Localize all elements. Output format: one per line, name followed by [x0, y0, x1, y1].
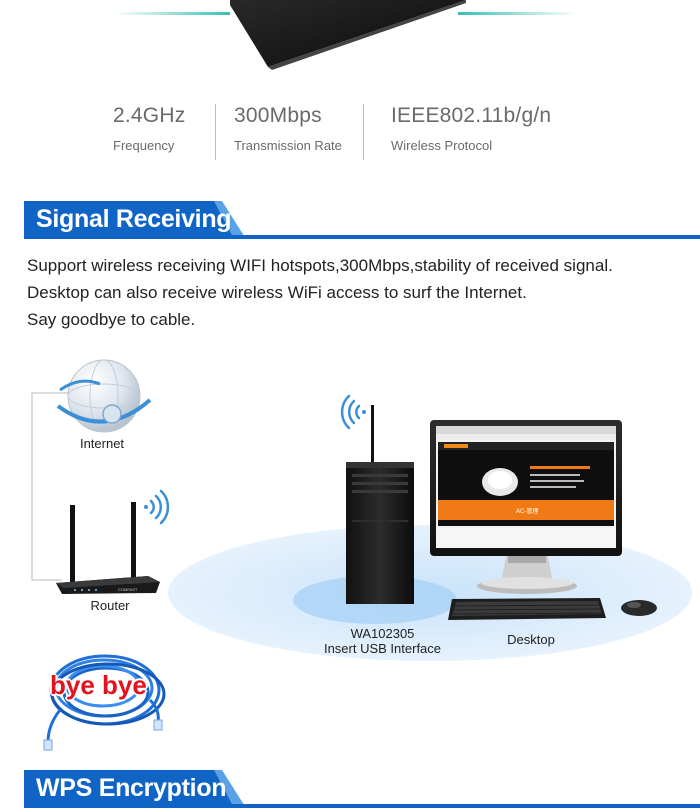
monitor-panel-text: AC-管理 [516, 507, 538, 515]
adapter-caption: WA102305 Insert USB Interface [310, 626, 455, 656]
spec-divider [363, 104, 364, 160]
router-label: Router [90, 598, 130, 613]
description-line: Say goodbye to cable. [27, 310, 196, 329]
spec-protocol: IEEE802.11b/g/n Wireless Protocol [391, 104, 551, 153]
wifi-signal-icon [144, 489, 170, 525]
accent-line-left [115, 12, 230, 15]
description-line: Desktop can also receive wireless WiFi a… [27, 283, 527, 302]
mouse-image [621, 600, 657, 616]
network-diagram: COMFAST [31, 359, 692, 751]
spec-rate-label: Transmission Rate [234, 138, 342, 153]
router-image: COMFAST [56, 502, 160, 594]
section-banner-wps-encryption: WPS Encryption [24, 770, 700, 808]
accent-line-right [458, 12, 578, 15]
spec-frequency-label: Frequency [113, 138, 175, 153]
wifi-signal-icon [340, 394, 366, 430]
spec-rate-value: 300Mbps [234, 104, 322, 127]
spec-protocol-value: IEEE802.11b/g/n [391, 104, 552, 127]
spec-rate: 300Mbps Transmission Rate [234, 104, 342, 153]
keyboard-image [448, 598, 606, 620]
spec-protocol-label: Wireless Protocol [391, 138, 493, 153]
internet-globe-icon [56, 359, 152, 433]
desktop-label: Desktop [507, 632, 555, 647]
router-brand: COMFAST [118, 587, 138, 592]
spec-divider [215, 104, 216, 160]
section-title: WPS Encryption [36, 774, 227, 802]
monitor-image: AC-管理 [430, 420, 622, 594]
spec-frequency: 2.4GHz Frequency [113, 104, 185, 153]
section-description: Support wireless receiving WIFI hotspots… [27, 252, 613, 333]
usb-adapter-image [230, 0, 466, 70]
bye-bye-text: bye bye [50, 670, 147, 700]
adapter-model: WA102305 [350, 626, 415, 641]
network-cable-image [43, 654, 166, 751]
internet-label: Internet [79, 436, 125, 451]
desktop-tower-image [346, 405, 414, 604]
connection-line [31, 392, 70, 581]
description-line: Support wireless receiving WIFI hotspots… [27, 256, 613, 275]
adapter-note: Insert USB Interface [323, 641, 442, 656]
section-title: Signal Receiving [36, 205, 232, 233]
spec-frequency-value: 2.4GHz [113, 104, 186, 127]
section-banner-signal-receiving: Signal Receiving [24, 201, 700, 239]
